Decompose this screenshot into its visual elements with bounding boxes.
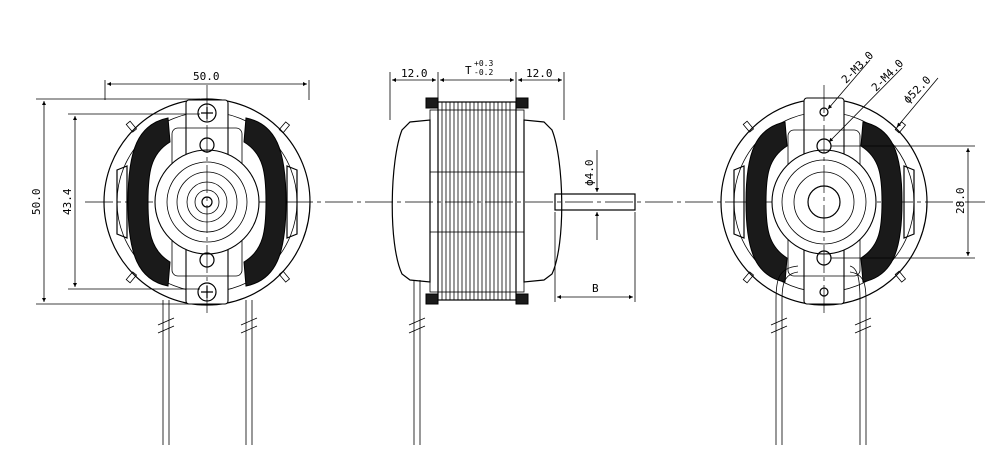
front-height-label: 50.0 <box>30 189 43 216</box>
front-lead-wire-right <box>245 300 253 445</box>
stack-tol-upper: +0.3 <box>474 59 493 68</box>
screw-m4-label: 2-M4.0 <box>869 57 906 94</box>
side-shaft <box>554 193 636 211</box>
shaft-dia-label: ϕ4.0 <box>583 160 596 187</box>
front-left-coil <box>127 117 171 287</box>
side-view <box>391 97 636 445</box>
front-lead-wire-left <box>162 300 170 445</box>
side-dimensions: 12.0 T +0.3 -0.2 12.0 ϕ4.0 B <box>389 59 636 302</box>
side-right-label: 12.0 <box>526 67 553 80</box>
side-housing <box>391 119 431 283</box>
front-width-label: 50.0 <box>193 70 220 83</box>
front-view <box>103 85 311 445</box>
outer-dia-label: ϕ52.0 <box>901 74 934 107</box>
rear-view <box>720 85 928 445</box>
hole-spacing-label: 28.0 <box>954 188 967 215</box>
front-inner-height-label: 43.4 <box>61 188 74 215</box>
screw-m3-label: 2-M3.0 <box>839 49 876 86</box>
side-left-label: 12.0 <box>401 67 428 80</box>
rear-lead-wire-left <box>775 265 799 445</box>
stack-tol-lower: -0.2 <box>474 68 493 77</box>
side-lead-wire <box>413 280 421 445</box>
front-right-coil <box>243 117 287 287</box>
stack-t-label: T <box>465 64 472 77</box>
shaft-length-label: B <box>592 282 599 295</box>
lamination-stack <box>437 101 517 301</box>
front-dimensions: 50.0 50.0 43.4 <box>30 70 310 305</box>
rear-right-coil <box>860 121 903 283</box>
rear-left-coil <box>745 121 788 283</box>
rear-lead-wire-right <box>849 265 867 445</box>
